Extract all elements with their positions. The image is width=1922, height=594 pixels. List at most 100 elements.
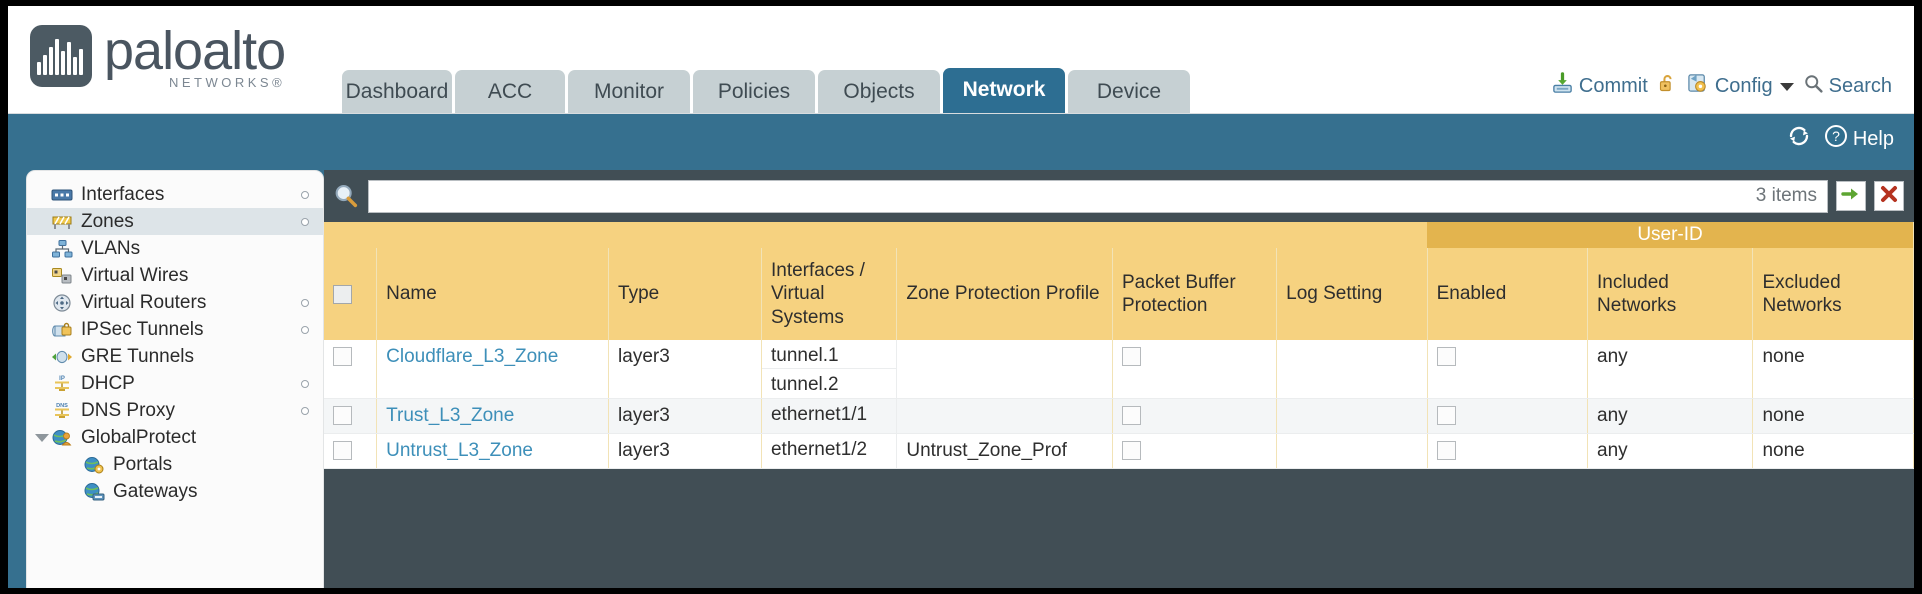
tab-acc[interactable]: ACC [455, 70, 565, 113]
select-all-checkbox[interactable] [333, 284, 352, 304]
sidebar-item-dns-proxy[interactable]: DNS DNS Proxy [27, 397, 323, 424]
sidebar-item-portals[interactable]: Portals [27, 451, 323, 478]
status-dot [301, 406, 309, 415]
tab-objects[interactable]: Objects [818, 70, 940, 113]
sidebar-item-virtual-wires[interactable]: Virtual Wires [27, 262, 323, 289]
zones-icon [51, 212, 73, 232]
sub-header-bar: ? Help [8, 114, 1914, 170]
sidebar-item-vlans[interactable]: VLANs [27, 235, 323, 262]
sidebar-item-zones[interactable]: Zones [27, 208, 323, 235]
cell-name[interactable]: Trust_L3_Zone [376, 398, 610, 434]
vlans-icon [51, 239, 73, 259]
commit-button[interactable]: Commit [1551, 72, 1648, 101]
packet-buffer-protection-checkbox[interactable] [1121, 406, 1141, 426]
tab-policies[interactable]: Policies [693, 70, 815, 113]
sidebar-item-gre-tunnels[interactable]: GRE Tunnels [27, 343, 323, 370]
cell-userid-enabled[interactable] [1427, 340, 1589, 399]
row-checkbox[interactable] [333, 406, 352, 426]
cell-included-networks: any [1587, 340, 1754, 399]
tab-network[interactable]: Network [943, 68, 1065, 113]
table-body: Cloudflare_L3_Zone layer3 tunnel.1 tunne… [324, 340, 1914, 469]
packet-buffer-protection-checkbox[interactable] [1121, 347, 1141, 367]
main-tab-bar[interactable]: Dashboard ACC Monitor Policies Objects N… [342, 68, 1190, 113]
search-label: Search [1828, 75, 1892, 97]
zone-name-link[interactable]: Trust_L3_Zone [386, 405, 515, 426]
userid-enabled-checkbox[interactable] [1436, 406, 1456, 426]
packet-buffer-protection-checkbox[interactable] [1121, 441, 1141, 461]
cell-userid-enabled[interactable] [1427, 398, 1589, 434]
lock-button[interactable] [1657, 72, 1678, 101]
green-arrow-apply-icon [1841, 184, 1861, 209]
sidebar-item-dhcp[interactable]: IP DHCP [27, 370, 323, 397]
column-header-log-setting[interactable]: Log Setting [1276, 248, 1428, 340]
status-dot [301, 298, 309, 307]
content-panel: 3 items [324, 170, 1914, 588]
tab-dashboard[interactable]: Dashboard [342, 70, 452, 113]
commit-save-icon [1551, 72, 1574, 101]
tab-device[interactable]: Device [1068, 70, 1190, 113]
zone-name-link[interactable]: Untrust_L3_Zone [386, 440, 533, 461]
column-header-enabled[interactable]: Enabled [1427, 248, 1589, 340]
cell-name[interactable]: Untrust_L3_Zone [376, 433, 610, 469]
sidebar-item-globalprotect[interactable]: GlobalProtect [27, 424, 323, 451]
sidebar-item-label: GRE Tunnels [81, 345, 194, 367]
row-select-cell[interactable] [324, 340, 378, 399]
column-header-row: Name Type Interfaces / Virtual Systems Z… [324, 248, 1914, 340]
item-count-label: 3 items [1755, 185, 1817, 206]
cell-name[interactable]: Cloudflare_L3_Zone [376, 340, 610, 399]
userid-enabled-checkbox[interactable] [1436, 441, 1456, 461]
sidebar-item-ipsec-tunnels[interactable]: IPSec Tunnels [27, 316, 323, 343]
column-header-packet-buffer-protection[interactable]: Packet Buffer Protection [1112, 248, 1278, 340]
help-button[interactable]: ? Help [1824, 124, 1894, 154]
select-all-header[interactable] [324, 248, 378, 340]
red-x-clear-icon [1879, 184, 1899, 209]
cell-log-setting [1276, 433, 1428, 469]
sidebar-item-label: VLANs [81, 237, 141, 259]
interfaces-icon [51, 185, 73, 205]
sidebar-item-interfaces[interactable]: Interfaces [27, 181, 323, 208]
cell-interfaces: ethernet1/1 [761, 398, 898, 434]
config-label: Config [1714, 75, 1773, 97]
column-header-name[interactable]: Name [376, 248, 610, 340]
apply-filter-button[interactable] [1836, 181, 1866, 211]
column-header-type[interactable]: Type [608, 248, 762, 340]
search-icon[interactable] [332, 182, 360, 210]
row-select-cell[interactable] [324, 433, 378, 469]
zone-name-link[interactable]: Cloudflare_L3_Zone [386, 346, 559, 367]
tab-monitor[interactable]: Monitor [568, 70, 690, 113]
row-checkbox[interactable] [333, 441, 352, 461]
clear-filter-button[interactable] [1874, 181, 1904, 211]
cell-packet-buffer-protection[interactable] [1112, 340, 1278, 399]
cell-packet-buffer-protection[interactable] [1112, 433, 1278, 469]
column-header-excluded-networks[interactable]: Excluded Networks [1752, 248, 1914, 340]
sidebar-item-virtual-routers[interactable]: Virtual Routers [27, 289, 323, 316]
column-header-included-networks[interactable]: Included Networks [1587, 248, 1754, 340]
column-header-zone-protection-profile[interactable]: Zone Protection Profile [896, 248, 1113, 340]
table-row[interactable]: Trust_L3_Zone layer3 ethernet1/1 [324, 398, 1914, 434]
table-row[interactable]: Cloudflare_L3_Zone layer3 tunnel.1 tunne… [324, 340, 1914, 399]
userid-enabled-checkbox[interactable] [1436, 347, 1456, 367]
group-blank-cell [324, 222, 1428, 248]
sidebar-item-label: Gateways [113, 480, 198, 502]
config-menu[interactable]: Config [1687, 72, 1794, 101]
config-wrench-icon [1687, 72, 1710, 101]
table-row[interactable]: Untrust_L3_Zone layer3 ethernet1/2 Untru… [324, 433, 1914, 469]
sidebar-item-gateways[interactable]: Gateways [27, 478, 323, 505]
cell-userid-enabled[interactable] [1427, 433, 1589, 469]
portals-icon [83, 455, 105, 475]
header-toolbar: Commit [1551, 72, 1892, 101]
refresh-button[interactable] [1787, 124, 1811, 154]
row-select-cell[interactable] [324, 398, 378, 434]
search-input[interactable]: 3 items [368, 179, 1828, 213]
expand-collapse-triangle-icon[interactable] [35, 433, 49, 442]
cell-excluded-networks: none [1752, 433, 1914, 469]
row-checkbox[interactable] [333, 347, 352, 367]
ipsec-tunnels-icon [51, 320, 73, 340]
search-button[interactable]: Search [1803, 73, 1892, 100]
sidebar-nav: Interfaces Zones [26, 170, 324, 588]
cell-excluded-networks: none [1752, 398, 1914, 434]
search-magnifier-icon [1803, 73, 1824, 100]
cell-packet-buffer-protection[interactable] [1112, 398, 1278, 434]
column-header-interfaces[interactable]: Interfaces / Virtual Systems [761, 248, 898, 340]
cell-zone-protection-profile [896, 398, 1113, 434]
